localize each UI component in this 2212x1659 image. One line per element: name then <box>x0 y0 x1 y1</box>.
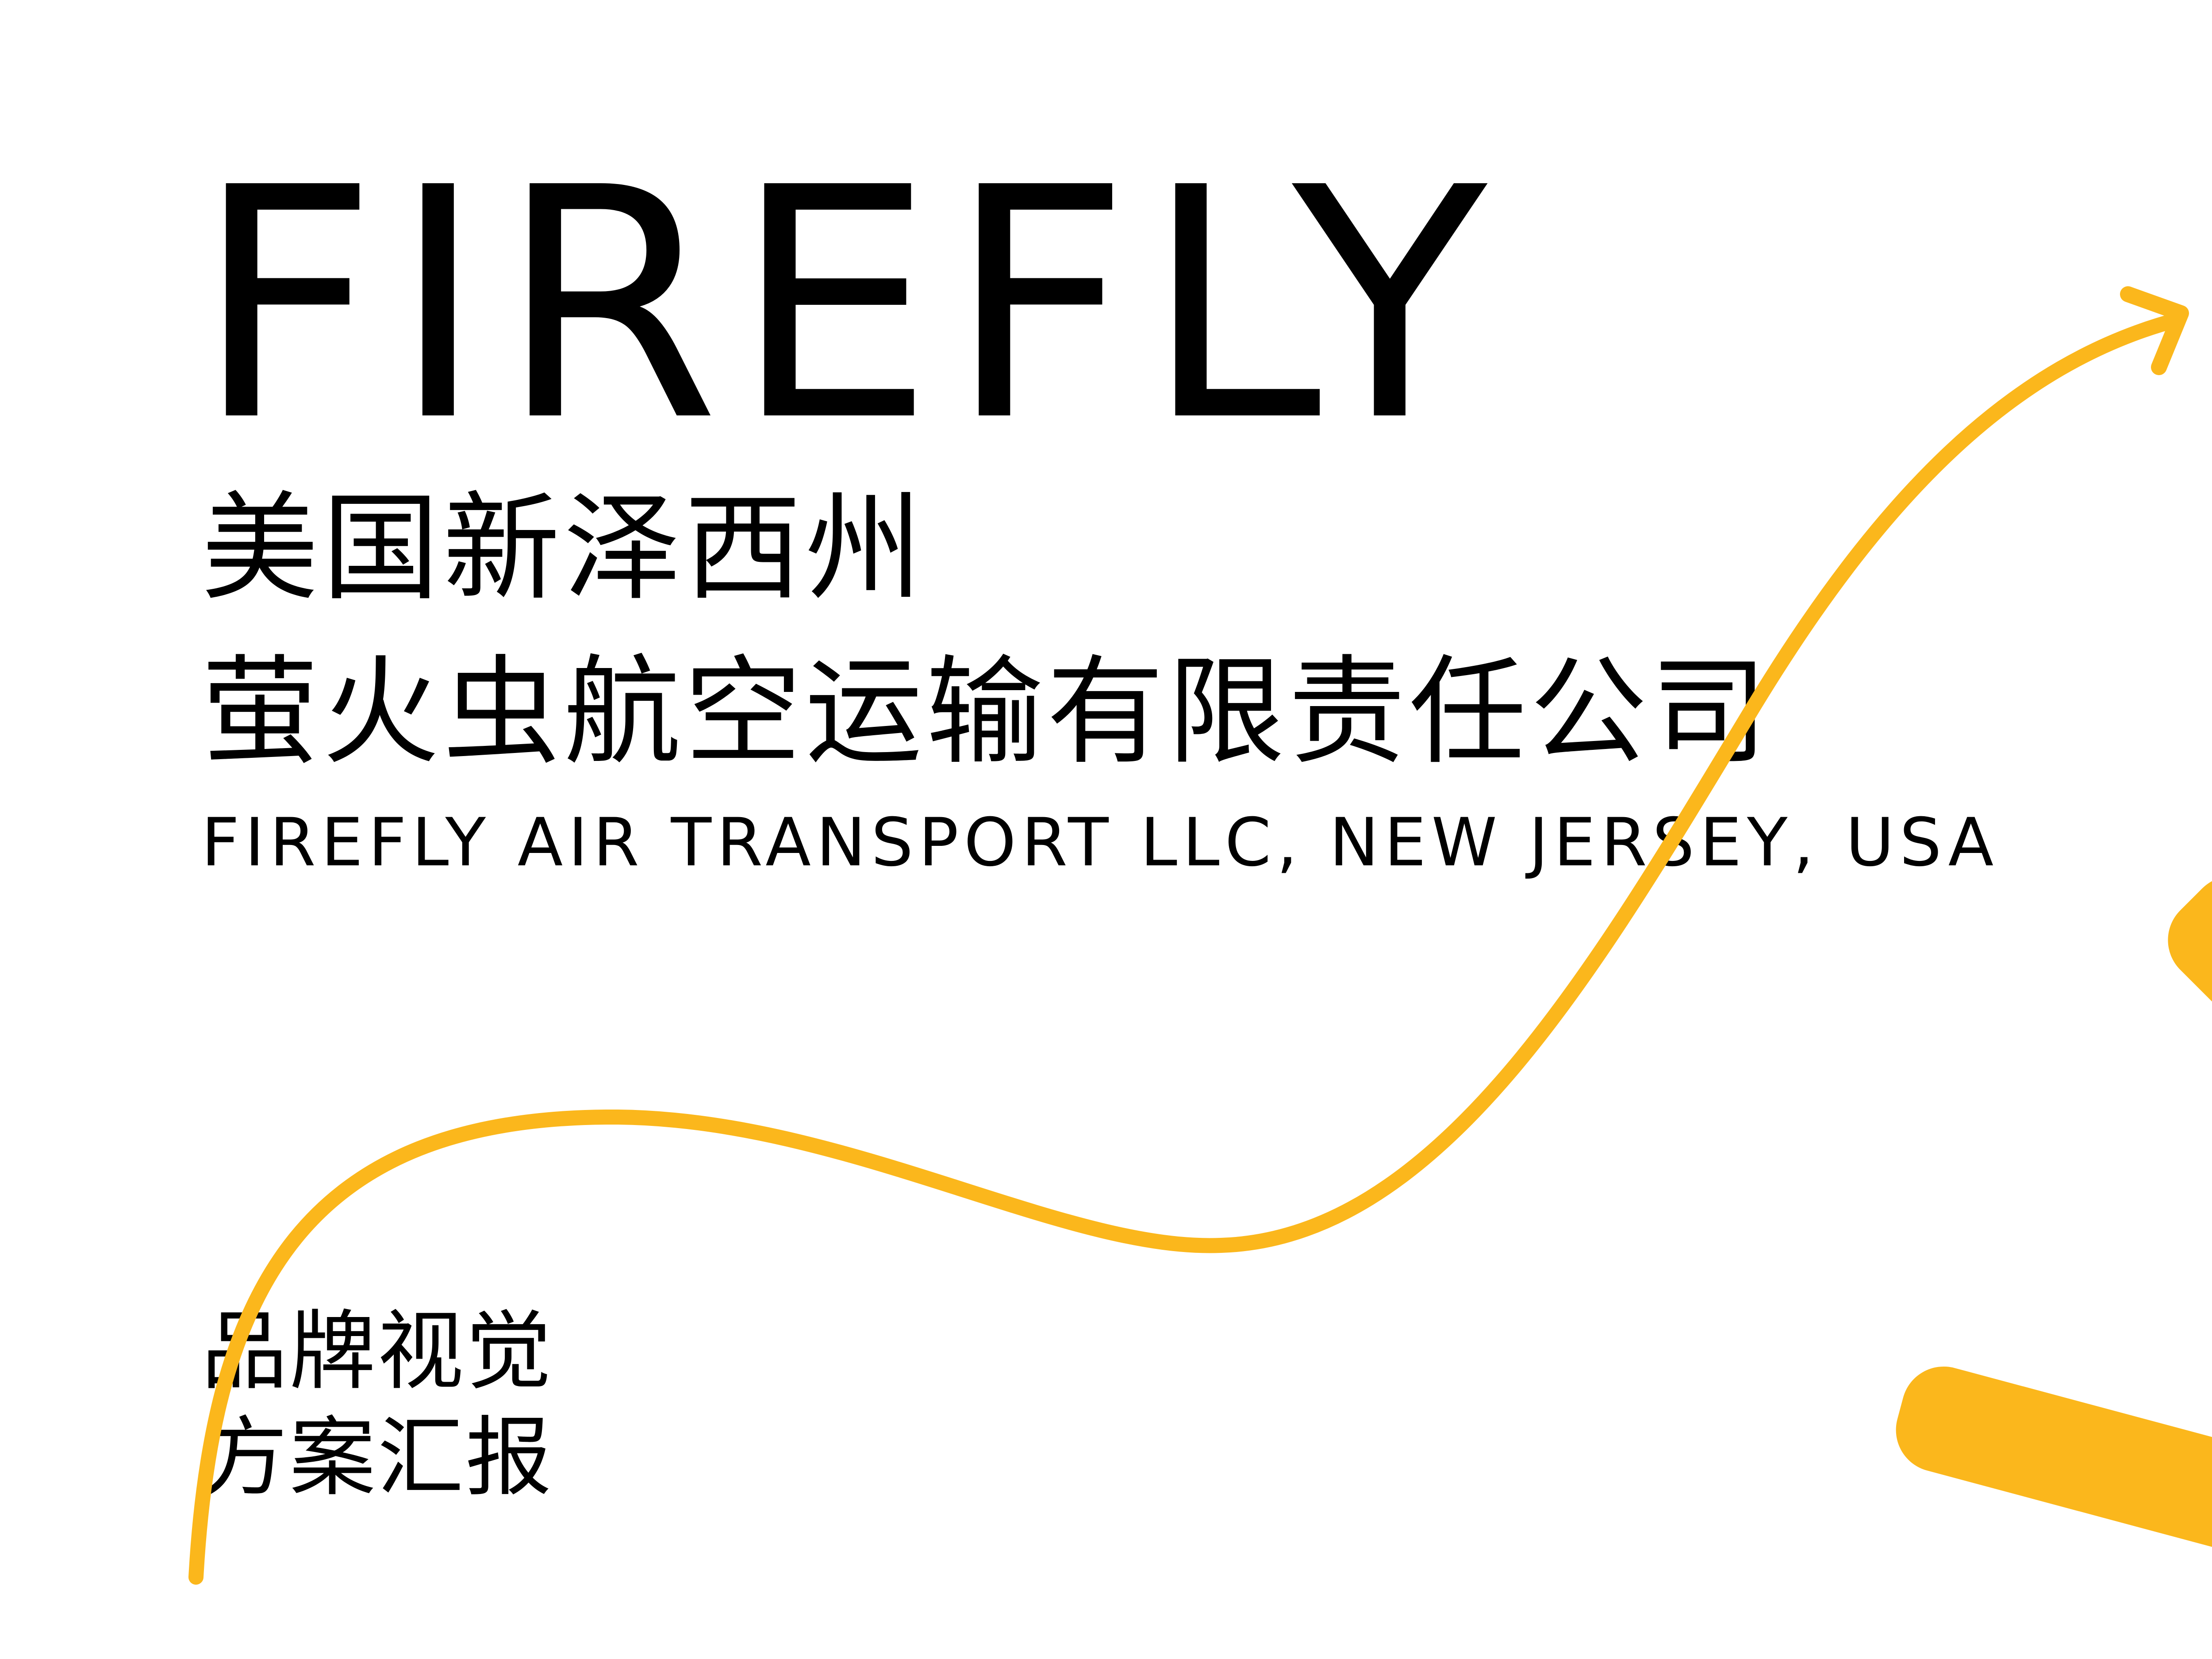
growth-arrow-icon <box>188 286 2189 1585</box>
subtitle-line-1: 品牌视觉 <box>201 1301 553 1402</box>
subtitle-line-2: 方案汇报 <box>201 1407 553 1508</box>
accent-bar-middle <box>2168 876 2212 1186</box>
location-chinese: 美国新泽西州 <box>201 480 926 617</box>
accent-bars <box>1896 876 2212 1554</box>
brand-title: FIREFLY <box>195 120 1501 491</box>
accent-bar-bottom <box>1896 1366 2212 1554</box>
company-name-chinese: 萤火虫航空运输有限责任公司 <box>201 644 1771 780</box>
